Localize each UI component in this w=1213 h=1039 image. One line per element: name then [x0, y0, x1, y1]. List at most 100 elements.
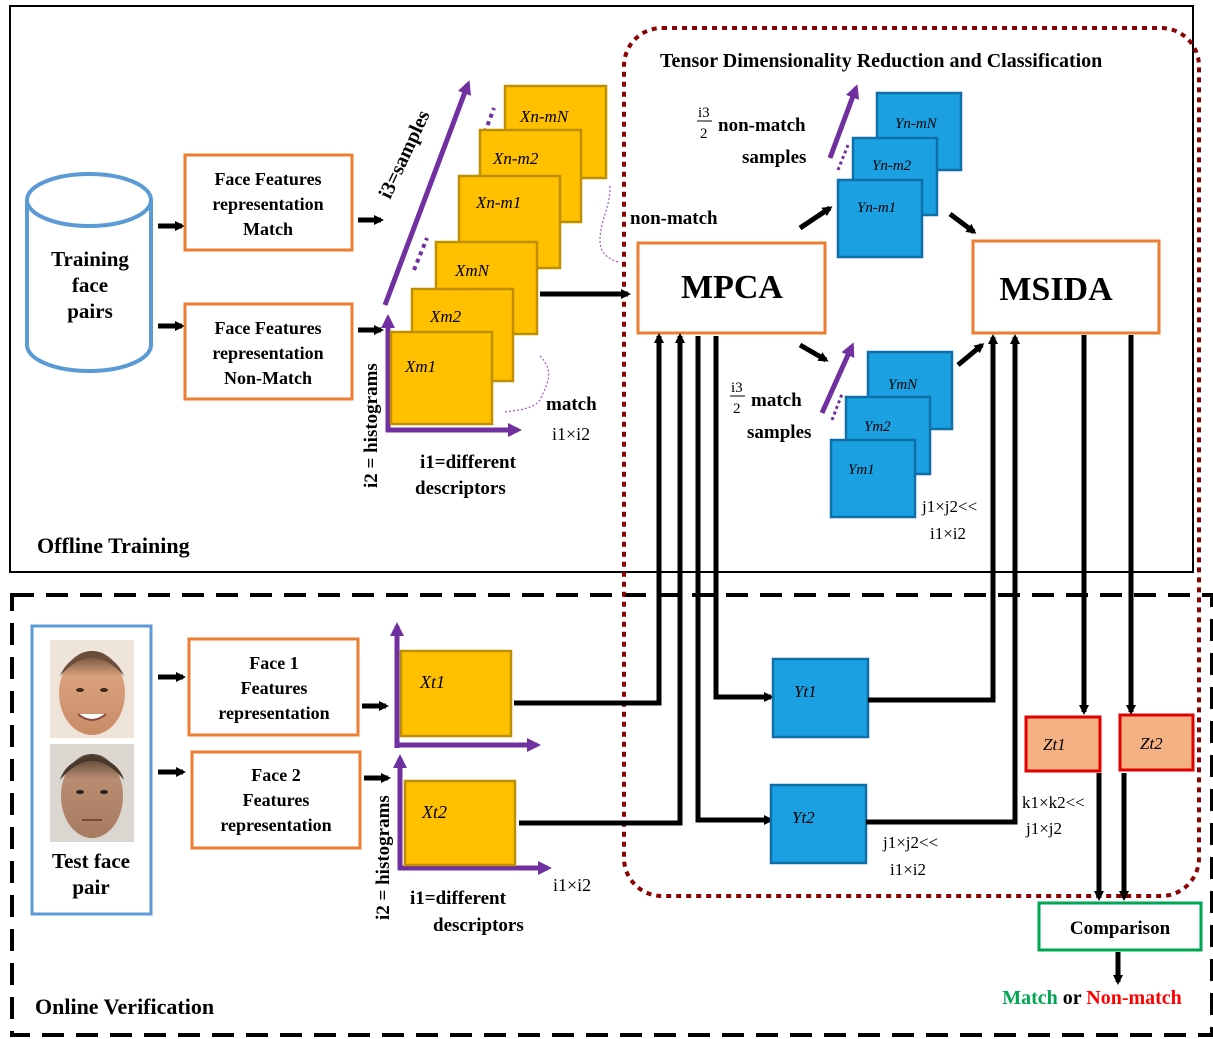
svg-text:Xn-mN: Xn-mN — [519, 107, 570, 126]
xt1-card: Xt1 — [399, 649, 513, 738]
samples-axis-label: i3=samples — [375, 107, 435, 202]
test-face-pair-box: Test face pair — [30, 624, 153, 916]
match-samples-line2: samples — [747, 422, 811, 443]
nonmatch-box-line2: representation — [212, 343, 323, 363]
histograms-axis-label-train: i2 = histograms — [361, 363, 382, 488]
nonmatch-box-line1: Face Features — [214, 318, 321, 338]
xt2-card: Xt2 — [403, 779, 517, 867]
match-box-line1: Face Features — [214, 169, 321, 189]
y-match-stack: YmN Ym2 Ym1 — [829, 350, 954, 519]
nonmatch-samples-line1: non-match — [718, 115, 806, 136]
yt-dim-note-line1: j1×j2<< — [882, 833, 938, 852]
match-frac-num: i3 — [731, 380, 743, 396]
svg-text:Xn-m2: Xn-m2 — [492, 149, 539, 168]
arrow-ynonmatch-to-msida — [948, 212, 977, 234]
nonmatch-frac-num: i3 — [698, 105, 710, 121]
tensor-region-frame — [622, 26, 1201, 898]
match-label: match — [546, 394, 597, 415]
arrow-mpca-to-yt2 — [695, 336, 774, 825]
mpca-box: MPCA — [636, 241, 827, 335]
histograms-axis-label-test: i2 = histograms — [373, 795, 394, 920]
svg-text:Xm1: Xm1 — [404, 357, 436, 376]
face2-features-box: Face 2 Features representation — [190, 750, 362, 850]
zt2-card: Zt2 — [1118, 713, 1195, 772]
descriptors-axis-label-test-1: i1=different — [410, 888, 507, 909]
result-match: Match — [1002, 987, 1058, 1009]
nonmatch-samples-line2: samples — [742, 147, 806, 168]
arrow-mpca-to-ymatch — [798, 342, 829, 363]
face1-features-box: Face 1 Features representation — [187, 637, 360, 737]
svg-text:Xt1: Xt1 — [419, 672, 445, 692]
face-features-match-box: Face Features representation Match — [183, 153, 354, 252]
training-db-line3: pairs — [67, 299, 113, 323]
arrow-xt2-to-mpca — [519, 333, 685, 826]
svg-text:Ym1: Ym1 — [848, 462, 875, 478]
yt1-card: Yt1 — [771, 657, 870, 739]
arrow-mpca-to-ynonmatch — [798, 205, 833, 231]
msida-box: MSIDA — [971, 239, 1161, 335]
svg-text:representation: representation — [218, 703, 329, 723]
svg-text:Zt2: Zt2 — [1140, 734, 1163, 753]
descriptors-axis-label-test-2: descriptors — [433, 915, 524, 936]
result-or: or — [1063, 987, 1082, 1009]
arrow-yt1-to-msida — [868, 334, 998, 703]
svg-text:Yn-m1: Yn-m1 — [857, 200, 896, 216]
x-nonmatch-stack: Xn-mN Xn-m2 Xn-m1 — [457, 84, 608, 270]
svg-text:Yn-m2: Yn-m2 — [872, 158, 912, 174]
tensor-region-title: Tensor Dimensionality Reduction and Clas… — [660, 50, 1102, 72]
svg-text:XmN: XmN — [454, 261, 491, 280]
y-nonmatch-stack: Yn-mN Yn-m2 Yn-m1 — [836, 91, 963, 259]
zt1-card: Zt1 — [1024, 715, 1102, 773]
zt-dim-note-line1: k1×k2<< — [1022, 793, 1085, 812]
svg-text:Face 2: Face 2 — [251, 765, 300, 785]
svg-text:Features: Features — [241, 678, 308, 698]
nonmatch-brace — [599, 185, 619, 263]
yt2-card: Yt2 — [769, 783, 868, 865]
svg-text:Zt1: Zt1 — [1043, 735, 1066, 754]
match-frac-den: 2 — [733, 401, 741, 417]
face-2-image — [50, 744, 134, 842]
svg-text:Yt1: Yt1 — [794, 682, 817, 701]
yt-dim-note-line2: i1×i2 — [890, 860, 926, 879]
samples-axis-dots-lower — [412, 237, 429, 271]
y-dim-note-line2: i1×i2 — [930, 524, 966, 543]
online-verification-label: Online Verification — [35, 994, 214, 1019]
svg-text:Features: Features — [243, 790, 310, 810]
y-dim-note-line1: j1×j2<< — [921, 497, 977, 516]
svg-text:Ym2: Ym2 — [864, 419, 891, 435]
arrow-yt2-to-msida — [866, 334, 1020, 825]
face-features-nonmatch-box: Face Features representation Non-Match — [183, 302, 354, 401]
offline-training-frame — [9, 5, 1194, 573]
training-db-line1: Training — [51, 247, 129, 271]
y-card-m1: Ym1 — [829, 438, 917, 519]
svg-text:Xn-m1: Xn-m1 — [475, 193, 521, 212]
test-pair-line1: Test face — [52, 849, 130, 873]
msida-label: MSIDA — [999, 271, 1113, 308]
y-nonmatch-axis — [827, 84, 860, 159]
arrow-xt1-to-mpca — [514, 333, 664, 706]
nonmatch-frac-den: 2 — [700, 126, 708, 142]
descriptors-axis-label-train-1: i1=different — [420, 452, 517, 473]
svg-text:Yn-mN: Yn-mN — [895, 116, 938, 132]
offline-training-label: Offline Training — [37, 533, 190, 558]
training-db-line2: face — [72, 273, 108, 297]
y-match-axis-dots — [830, 393, 844, 421]
online-verification-frame — [10, 593, 1213, 1037]
nonmatch-box-line3: Non-Match — [224, 368, 312, 388]
match-box-line2: representation — [212, 194, 323, 214]
samples-axis-dots — [480, 107, 496, 141]
test-dim-label: i1×i2 — [553, 875, 591, 895]
y-match-axis — [819, 342, 855, 415]
svg-text:Yt2: Yt2 — [792, 808, 815, 827]
zt-dim-note-line2: j1×j2 — [1025, 819, 1062, 838]
svg-text:Xm2: Xm2 — [429, 307, 462, 326]
match-samples-line1: match — [751, 390, 802, 411]
face-1-image — [50, 640, 134, 738]
y-card-nm1: Yn-m1 — [836, 178, 924, 259]
result-text: Match or Non-match — [1002, 987, 1182, 1009]
arrow-ymatch-to-msida — [956, 343, 985, 367]
svg-text:Xt2: Xt2 — [421, 802, 447, 822]
descriptors-axis-label-train-2: descriptors — [415, 478, 506, 499]
svg-text:Face 1: Face 1 — [249, 653, 298, 673]
